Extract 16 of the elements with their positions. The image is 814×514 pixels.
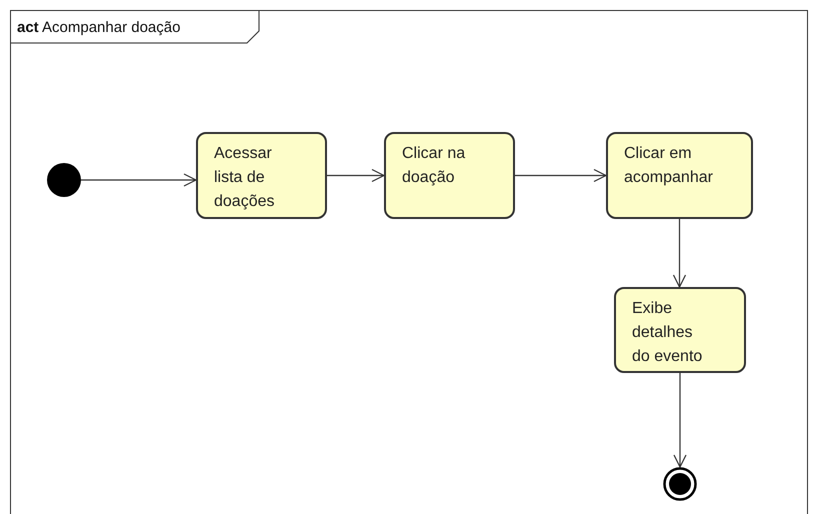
- action-box: [606, 132, 753, 219]
- action-label: Clicar na doação: [402, 144, 466, 188]
- action-box: [384, 132, 515, 219]
- action-label: Acessar lista de doações: [214, 144, 276, 212]
- action-label: Clicar em acompanhar: [624, 144, 714, 188]
- arrow: [673, 373, 687, 468]
- action-box: [614, 287, 746, 373]
- action-box: [196, 132, 327, 219]
- arrow: [327, 168, 385, 182]
- arrow: [515, 168, 607, 182]
- arrow: [672, 219, 686, 288]
- diagram-title: act Acompanhar doação: [17, 19, 180, 36]
- arrow: [81, 173, 197, 187]
- action-label: Exibe detalhes do evento: [632, 299, 704, 367]
- final-node: [663, 467, 697, 501]
- initial-node: [47, 163, 81, 197]
